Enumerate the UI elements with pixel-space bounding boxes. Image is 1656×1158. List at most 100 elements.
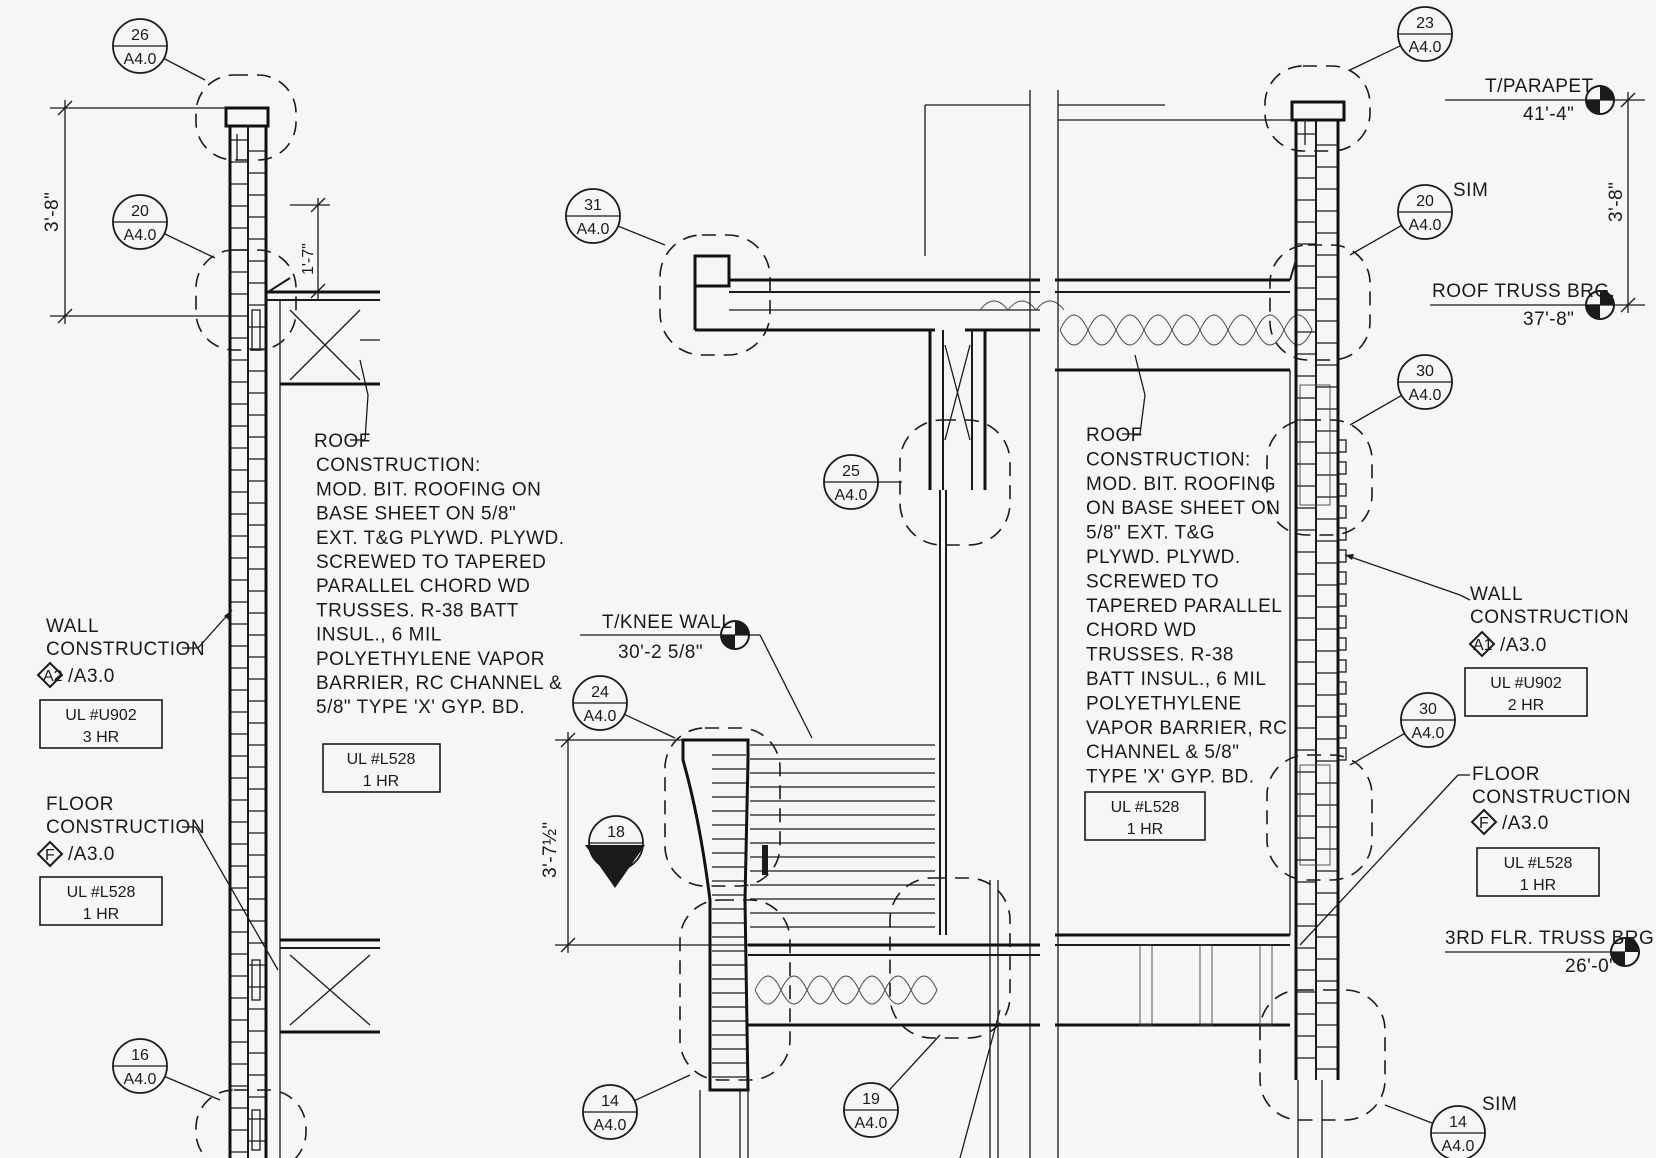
callout-number: 31 bbox=[584, 197, 602, 214]
detail-zone-30-top bbox=[1266, 419, 1373, 536]
left-floor-note-line2: CONSTRUCTION bbox=[46, 817, 205, 838]
sim-label-bottom: SIM bbox=[1482, 1094, 1517, 1115]
right-wall-ul-rating: 2 HR bbox=[1508, 697, 1544, 714]
detail-zone-26 bbox=[195, 74, 297, 161]
callout-sheet: A4.0 bbox=[594, 1117, 627, 1134]
roof-left-note-line: POLYETHYLENE VAPOR bbox=[316, 649, 545, 670]
roof-right-note-line: TRUSSES. R-38 bbox=[1086, 645, 1234, 666]
roof-right-note-line: CONSTRUCTION: bbox=[1086, 449, 1251, 470]
detail-zone-25 bbox=[899, 419, 1011, 546]
roof-right-note-line: ROOF bbox=[1086, 425, 1143, 446]
roof-left-note-line: BASE SHEET ON 5/8" bbox=[316, 504, 516, 525]
callout-number: 30 bbox=[1419, 701, 1437, 718]
callout-sheet: A4.0 bbox=[1409, 387, 1442, 404]
elev-knee-wall: T/KNEE WALL 30'-2 5/8" bbox=[580, 612, 813, 739]
detail-zone-20-left bbox=[195, 249, 297, 351]
right-floor-note-line2: CONSTRUCTION bbox=[1472, 787, 1631, 808]
floor-type-tag-icon bbox=[1470, 808, 1498, 836]
roof-right-note-line: POLYETHYLENE bbox=[1086, 693, 1242, 714]
callout-number: 14 bbox=[601, 1093, 619, 1110]
callout-number: 16 bbox=[131, 1047, 149, 1064]
callout-number: 19 bbox=[862, 1091, 880, 1108]
left-wall-ul-rating: 3 HR bbox=[83, 729, 119, 746]
roof-left-note-line: EXT. T&G PLYWD. PLYWD. bbox=[316, 528, 565, 549]
elev-3rd-flr-value: 26'-0" bbox=[1565, 956, 1616, 977]
roof-left-note-line: ROOF bbox=[314, 431, 371, 452]
right-parapet-dim: 3'-8" bbox=[1606, 182, 1627, 222]
knee-wall-dim: 3'-7½" bbox=[540, 732, 748, 953]
callout-sheet: A4.0 bbox=[124, 227, 157, 244]
elev-roof-truss-label: ROOF TRUSS BRG. bbox=[1432, 281, 1615, 302]
wall-type-tag-icon bbox=[1468, 630, 1496, 658]
left-floor-ul: UL #L528 bbox=[67, 884, 136, 901]
callout-sheet: A4.0 bbox=[124, 1071, 157, 1088]
roof-left-note-line: MOD. BIT. ROOFING ON bbox=[316, 479, 541, 500]
right-wall-section bbox=[1289, 100, 1347, 1158]
detail-zone-30-bot bbox=[1266, 754, 1373, 881]
detail-zone-20-right bbox=[1269, 244, 1371, 361]
elev-roof-truss: ROOF TRUSS BRG. 37'-8" bbox=[1430, 281, 1615, 330]
left-wall-ul: UL #U902 bbox=[65, 707, 137, 724]
roof-right-note-line: CHORD WD bbox=[1086, 620, 1197, 641]
left-parapet-dim: 3'-8" bbox=[42, 192, 63, 232]
roof-left-note-line: SCREWED TO TAPERED bbox=[316, 552, 546, 573]
left-parapet-cap bbox=[224, 106, 270, 128]
callout-sheet: A4.0 bbox=[1412, 725, 1445, 742]
callout-sheet: A4.0 bbox=[855, 1115, 888, 1132]
elev-t-parapet: T/PARAPET 41'-4" bbox=[1445, 76, 1615, 125]
left-floor-note: FLOOR CONSTRUCTION F /A3.0 UL #L528 1 HR bbox=[36, 794, 279, 971]
callout-number: 20 bbox=[131, 203, 149, 220]
elev-t-parapet-label: T/PARAPET bbox=[1485, 76, 1594, 97]
detail-zone-19 bbox=[889, 877, 1011, 1039]
callout-sheet: A4.0 bbox=[1409, 39, 1442, 56]
elev-3rd-flr: 3RD FLR. TRUSS BRG. 26'-0" bbox=[1445, 928, 1656, 977]
roof-right-note-line: MOD. BIT. ROOFING bbox=[1086, 474, 1276, 495]
right-wall-note-line2: CONSTRUCTION bbox=[1470, 607, 1629, 628]
callout-number: 25 bbox=[842, 463, 860, 480]
right-floor-ref: /A3.0 bbox=[1502, 813, 1549, 834]
elev-roof-truss-value: 37'-8" bbox=[1523, 309, 1574, 330]
roof-right-note-line: SCREWED TO bbox=[1086, 571, 1219, 592]
right-wall-ref: /A3.0 bbox=[1500, 635, 1547, 656]
left-wall-tag: A2 bbox=[43, 668, 63, 685]
callout-sheet: A4.0 bbox=[1409, 217, 1442, 234]
roof-right-note-line: 5/8" EXT. T&G bbox=[1086, 523, 1215, 544]
callout-number: 23 bbox=[1416, 15, 1434, 32]
detail-zone-23 bbox=[1264, 65, 1371, 152]
knee-wall-dim-text: 3'-7½" bbox=[540, 821, 561, 878]
right-wall-ul: UL #U902 bbox=[1490, 675, 1562, 692]
roof-right-note-line: BATT INSUL., 6 MIL bbox=[1086, 669, 1266, 690]
elev-knee-wall-label: T/KNEE WALL bbox=[602, 612, 732, 633]
right-floor-tag: F bbox=[1479, 815, 1489, 832]
right-wall-note-line1: WALL bbox=[1470, 584, 1523, 605]
right-floor-ul: UL #L528 bbox=[1504, 855, 1573, 872]
elev-t-parapet-value: 41'-4" bbox=[1523, 104, 1574, 125]
callout-number: 18 bbox=[607, 824, 625, 841]
middle-section bbox=[681, 90, 1313, 1158]
right-dim-parapet: 3'-8" bbox=[1590, 92, 1645, 313]
right-floor-note-line1: FLOOR bbox=[1472, 764, 1540, 785]
detail-zone-16 bbox=[195, 1089, 307, 1158]
roof-left-note-line: PARALLEL CHORD WD bbox=[316, 576, 530, 597]
detail-zone-31 bbox=[659, 234, 771, 356]
elev-3rd-flr-label: 3RD FLR. TRUSS BRG. bbox=[1445, 928, 1656, 949]
callout-number: 20 bbox=[1416, 193, 1434, 210]
callout-number: 26 bbox=[131, 27, 149, 44]
roof-right-note-line: CHANNEL & 5/8" bbox=[1086, 742, 1239, 763]
left-dim-flashing: 1'-7" bbox=[290, 197, 330, 300]
left-wall-section bbox=[224, 106, 380, 1158]
detail-zone-14-right bbox=[1259, 989, 1386, 1121]
roof-right-note-line: PLYWD. PLYWD. bbox=[1086, 547, 1241, 568]
roof-left-note-line: TRUSSES. R-38 BATT bbox=[316, 600, 519, 621]
